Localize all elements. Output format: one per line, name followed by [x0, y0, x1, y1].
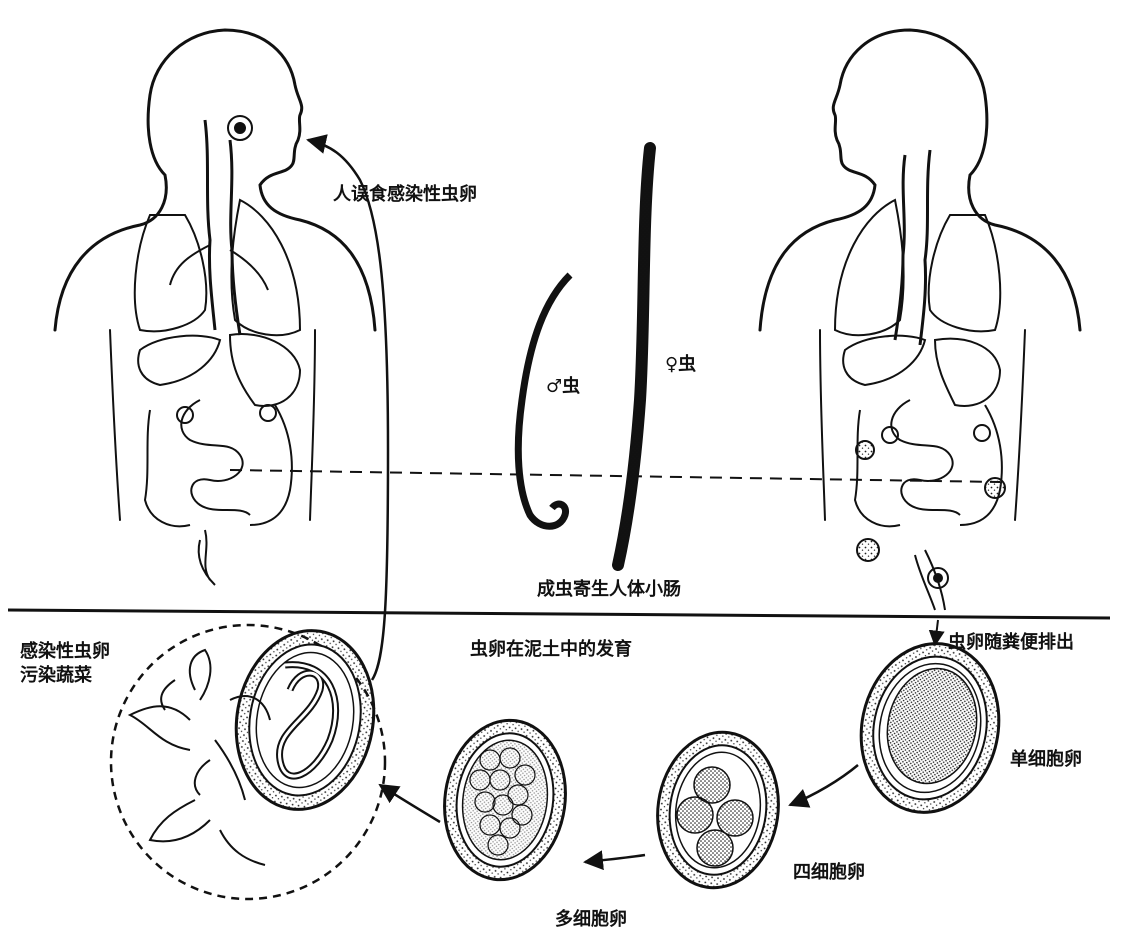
right-internal-organs	[835, 150, 1005, 610]
label-single-cell-egg: 单细胞卵	[1010, 745, 1082, 771]
left-human-body	[55, 30, 375, 520]
ingestion-arrow	[308, 140, 388, 680]
label-multi-cell-egg: 多细胞卵	[555, 905, 627, 931]
four-cell-egg	[648, 724, 789, 895]
multi-cell-egg	[434, 712, 575, 887]
female-worm	[618, 148, 650, 565]
label-four-cell-egg: 四细胞卵	[793, 858, 865, 884]
excretion-arrow	[935, 620, 938, 645]
single-cell-egg	[846, 631, 1014, 826]
label-contaminate-vegetables: 感染性虫卵 污染蔬菜	[20, 640, 150, 688]
ground-divider-line	[8, 610, 1110, 618]
arrow-four-to-multi	[585, 855, 645, 862]
arrow-multi-to-infective	[380, 785, 440, 822]
label-adult-in-intestine: 成虫寄生人体小肠	[537, 575, 681, 601]
left-internal-organs	[135, 116, 300, 585]
intestine-connector-line	[230, 470, 1000, 482]
label-egg-development-in-soil: 虫卵在泥土中的发育	[470, 635, 632, 661]
label-contaminate-line2: 污染蔬菜	[20, 664, 150, 688]
label-eggs-excreted: 虫卵随粪便排出	[948, 628, 1074, 654]
label-contaminate-line1: 感染性虫卵	[20, 640, 150, 664]
label-male-worm: ♂虫	[546, 372, 580, 398]
arrow-single-to-four	[790, 765, 858, 805]
label-ingest-infective-eggs: 人误食感染性虫卵	[333, 180, 477, 206]
infective-egg	[222, 620, 387, 821]
male-worm	[518, 275, 570, 526]
right-human-body	[760, 30, 1080, 520]
label-female-worm: ♀虫	[665, 350, 696, 376]
